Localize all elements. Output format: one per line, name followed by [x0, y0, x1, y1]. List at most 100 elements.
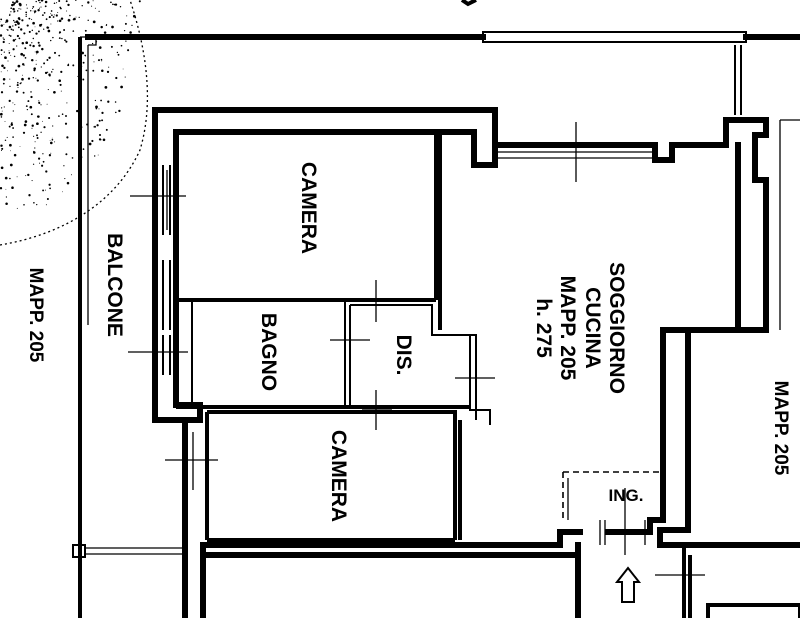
noise-dot [24, 120, 28, 123]
noise-dot [22, 131, 26, 134]
noise-dot [50, 13, 52, 15]
noise-dot [66, 136, 69, 139]
noise-dot [26, 24, 29, 27]
left-boundary-cap [80, 36, 97, 46]
noise-dot [33, 151, 36, 154]
noise-dot [31, 29, 34, 32]
noise-dot [110, 45, 113, 48]
label-camera-top: CAMERA [297, 162, 320, 254]
noise-dot [9, 177, 11, 180]
noise-dot [39, 162, 41, 164]
noise-dot [33, 202, 35, 204]
stamp-arc [0, 0, 149, 246]
noise-dot [45, 18, 48, 21]
noise-dot [114, 101, 117, 103]
noise-dot [1, 64, 4, 68]
right-outer-wall-upper [657, 117, 800, 548]
noise-dot [12, 7, 15, 11]
noise-dot [2, 37, 4, 39]
noise-dot [25, 4, 28, 6]
balcone-window-2 [162, 260, 171, 330]
noise-dot [71, 174, 72, 176]
noise-dot [60, 70, 63, 73]
noise-dot [30, 59, 33, 61]
noise-dot [58, 19, 62, 23]
noise-dot [27, 77, 31, 80]
noise-dot [28, 30, 31, 33]
door-tick-right [655, 548, 705, 590]
noise-dot [10, 54, 12, 56]
noise-dot [15, 20, 19, 24]
noise-dot [94, 125, 96, 128]
noise-dot [106, 70, 110, 74]
noise-dot [55, 14, 58, 17]
noise-dot [58, 32, 60, 34]
door-tick-camera2 [362, 390, 392, 430]
noise-dot [52, 125, 54, 127]
noise-dot [94, 99, 97, 102]
noise-dot [0, 112, 3, 116]
noise-dot [10, 123, 14, 127]
noise-dot [3, 106, 5, 108]
noise-dot [64, 39, 66, 42]
noise-dot [13, 3, 15, 5]
noise-dot [1, 147, 4, 150]
noise-dot [13, 153, 17, 157]
noise-dot [26, 108, 29, 111]
noise-dot [22, 74, 24, 76]
label-camera-bottom: CAMERA [327, 430, 350, 522]
balcone-window-3 [162, 335, 171, 375]
column-square [72, 544, 86, 558]
camera-bottom-frame [205, 410, 462, 542]
noise-dot [98, 108, 100, 110]
noise-dot [63, 165, 65, 167]
label-mapp-right: MAPP. 205 [770, 381, 791, 476]
noise-dot [119, 5, 122, 8]
noise-dot [3, 66, 6, 70]
noise-dot [127, 49, 130, 52]
noise-dot [43, 28, 45, 30]
noise-dot [31, 58, 34, 62]
noise-dot [108, 66, 110, 68]
noise-dot [85, 55, 87, 57]
noise-dot [98, 10, 100, 12]
noise-dot [65, 153, 68, 156]
noise-dot [7, 70, 9, 72]
noise-dot [32, 21, 35, 25]
noise-dot [34, 12, 36, 14]
noise-dot [7, 29, 9, 31]
noise-dot [13, 55, 16, 58]
noise-dot [52, 36, 54, 39]
noise-dot [20, 52, 24, 56]
noise-dot [92, 20, 96, 24]
balcony-bottom-line [85, 547, 185, 555]
noise-dot [124, 76, 126, 78]
noise-dot [33, 135, 35, 137]
noise-dot [12, 39, 16, 42]
noise-dot [120, 44, 123, 47]
noise-dot [0, 49, 3, 52]
noise-dot [24, 47, 27, 50]
noise-dot [4, 56, 6, 58]
noise-dot [64, 122, 68, 125]
noise-dot [58, 0, 61, 2]
noise-dot [22, 54, 25, 57]
label-mapp-center: MAPP. 205 [556, 276, 579, 381]
noise-dot [60, 17, 64, 20]
noise-dot [3, 38, 5, 41]
noise-dot [31, 124, 34, 127]
noise-dot [37, 30, 40, 33]
noise-dot [53, 90, 56, 94]
noise-dot [9, 163, 13, 167]
noise-dot [122, 68, 124, 70]
noise-dot [23, 32, 26, 35]
noise-dot [12, 102, 14, 104]
noise-dot [8, 34, 11, 37]
noise-dot [82, 148, 85, 150]
noise-dot [101, 119, 104, 122]
noise-dot [21, 63, 25, 66]
noise-dot [59, 83, 62, 86]
noise-dot [82, 78, 85, 81]
noise-dot [16, 34, 20, 38]
noise-dot [35, 32, 38, 35]
